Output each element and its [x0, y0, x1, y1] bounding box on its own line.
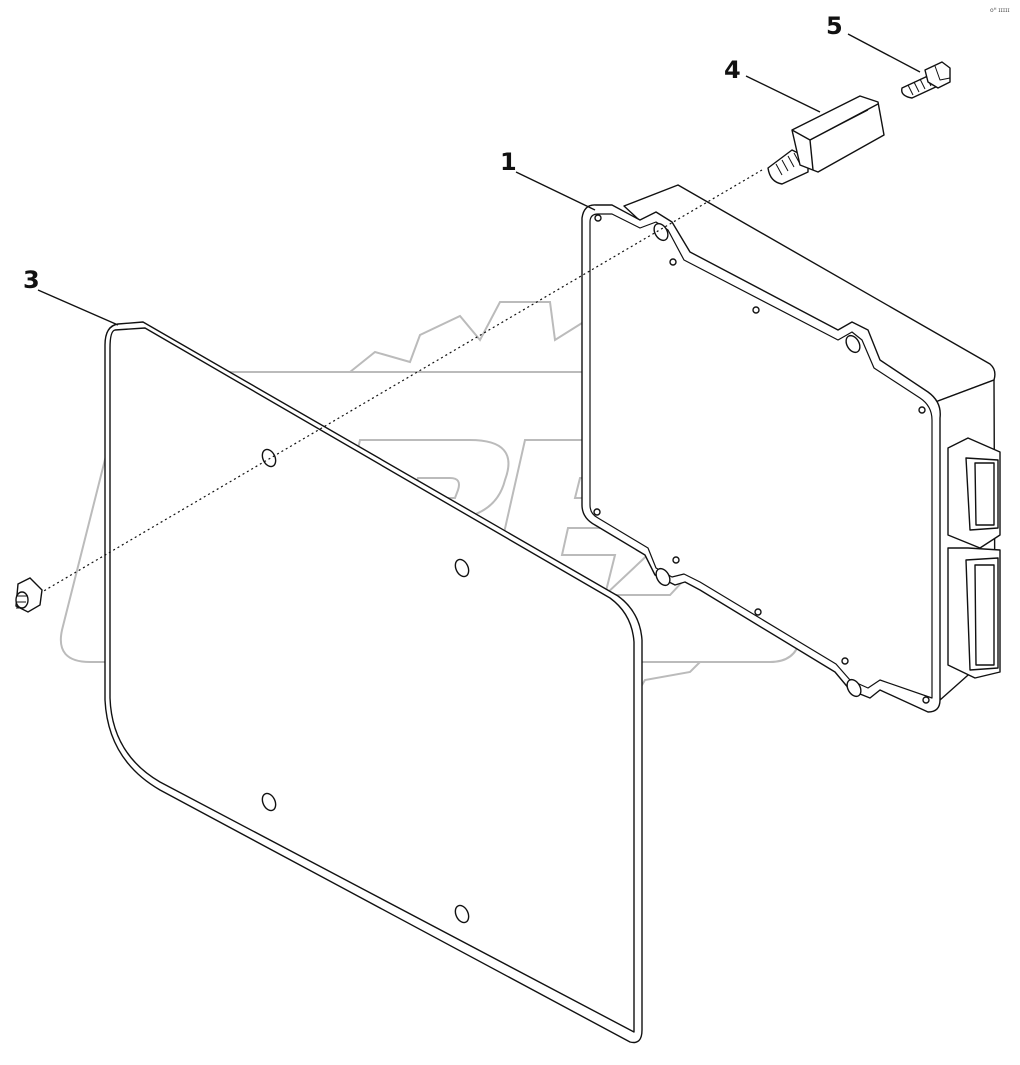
callout-1: 1 — [500, 148, 517, 176]
ecm-small-hole — [922, 696, 930, 704]
ecm-flange-inner — [589, 213, 933, 699]
plate-hole — [261, 448, 277, 468]
ecm-small-hole — [752, 306, 760, 314]
leader-4 — [745, 75, 821, 113]
leader-lines — [37, 33, 921, 326]
bolt-head — [924, 61, 951, 89]
ecm-small-hole — [593, 508, 601, 516]
ecm-connector-upper — [947, 437, 1001, 549]
ecm-small-hole — [754, 608, 762, 616]
plate-hole — [261, 792, 277, 812]
assembly-centerline — [41, 169, 763, 593]
ecm-hole-bottom-left — [655, 567, 671, 587]
ecm-small-hole — [594, 214, 602, 222]
ecm-flange — [581, 204, 941, 713]
ecm-small-hole — [672, 556, 680, 564]
ecm-hole-top-right — [845, 334, 861, 354]
ecm-module — [581, 184, 1001, 713]
nut — [15, 577, 43, 613]
ecm-small-hole — [841, 657, 849, 665]
plate-hole — [454, 904, 470, 924]
ecm-small-hole — [669, 258, 677, 266]
ecm-connector-lower — [947, 547, 1001, 679]
leader-3 — [37, 289, 119, 326]
leader-1 — [515, 171, 596, 211]
leader-5 — [847, 33, 921, 73]
standoff-hex-body — [791, 95, 885, 173]
bolt — [901, 61, 951, 99]
mounting-plate — [104, 321, 643, 1044]
standoff-spacer — [767, 95, 885, 185]
ecm-hole-bottom-right — [846, 678, 862, 698]
corner-mark: oᴴ ɪɪɪɪɪ — [990, 7, 1010, 14]
ecm-small-hole — [918, 406, 926, 414]
plate-hole — [454, 558, 470, 578]
callout-3: 3 — [23, 266, 40, 294]
callout-4: 4 — [724, 56, 741, 84]
plate-face — [109, 327, 635, 1033]
ecm-hole-top-left — [653, 222, 669, 242]
callout-5: 5 — [826, 12, 843, 40]
